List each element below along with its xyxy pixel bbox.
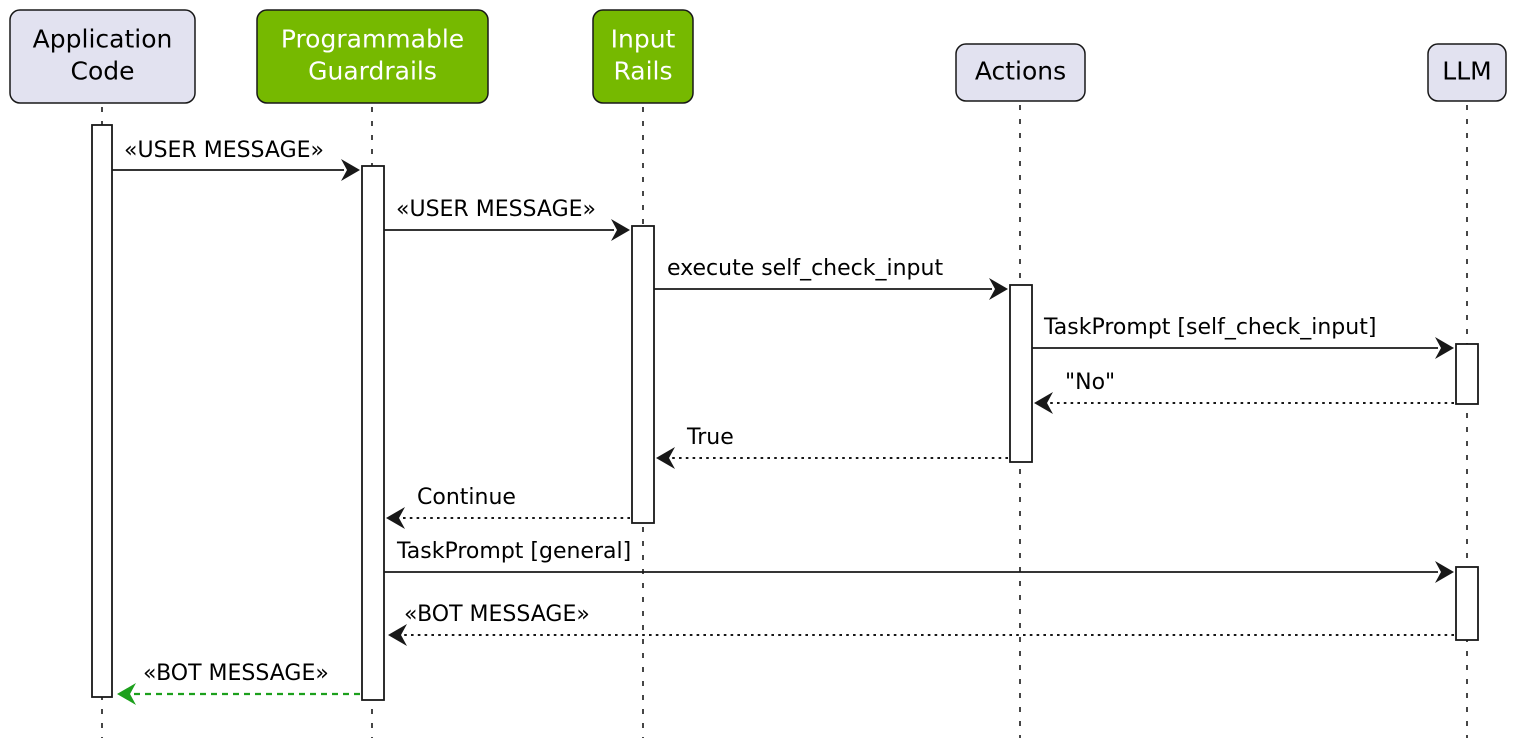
message-label: Continue (417, 485, 516, 510)
message-arrowhead (386, 507, 405, 529)
message-label: «BOT MESSAGE» (143, 661, 329, 686)
message-5: "No" (1034, 370, 1454, 414)
message-arrowhead (1435, 337, 1454, 359)
message-label: True (686, 425, 734, 450)
message-label: TaskPrompt [self_check_input] (1043, 315, 1376, 340)
participant-label: Programmable (281, 25, 464, 54)
participant-llm[interactable]: LLM (1427, 43, 1507, 102)
activations-layer (91, 124, 1479, 701)
participant-box[interactable] (592, 9, 694, 104)
message-6: True (656, 425, 1008, 469)
message-arrowhead (388, 624, 407, 646)
message-arrowhead (1435, 561, 1454, 583)
activation-bar-llm (1455, 566, 1479, 641)
participant-label: Actions (975, 57, 1066, 86)
message-10: «BOT MESSAGE» (117, 661, 360, 705)
activation-bar-actions (1009, 284, 1033, 463)
participant-box[interactable] (256, 9, 489, 104)
message-arrowhead (1034, 392, 1053, 414)
participant-label: Guardrails (308, 57, 437, 86)
message-arrowhead (656, 447, 675, 469)
lifelines-layer (101, 105, 1468, 738)
message-arrowhead (117, 683, 136, 705)
message-8: TaskPrompt [general] (384, 539, 1454, 583)
messages-layer: «USER MESSAGE» «USER MESSAGE» execute self… (112, 138, 1454, 705)
message-arrowhead (989, 278, 1008, 300)
activation-bar-input_rails (631, 225, 655, 524)
participant-label: Input (611, 25, 676, 54)
activation-bar-llm (1455, 343, 1479, 405)
message-4: TaskPrompt [self_check_input] (1032, 315, 1454, 359)
participant-label: LLM (1442, 57, 1491, 86)
message-label: «USER MESSAGE» (396, 197, 596, 222)
activation-bar-guardrails (361, 165, 385, 701)
activation-bar-app (91, 124, 113, 698)
participant-label: Application (33, 25, 173, 54)
message-label: execute self_check_input (667, 256, 943, 281)
participant-label: Code (70, 57, 134, 86)
message-3: execute self_check_input (654, 256, 1008, 300)
message-2: «USER MESSAGE» (384, 197, 630, 241)
participant-box[interactable] (1427, 43, 1507, 102)
participant-box[interactable] (955, 43, 1086, 102)
message-label: "No" (1065, 370, 1115, 395)
message-arrowhead (611, 219, 630, 241)
message-arrowhead (341, 159, 360, 181)
message-7: Continue (386, 485, 630, 529)
message-label: TaskPrompt [general] (396, 539, 631, 564)
participant-actions[interactable]: Actions (955, 43, 1086, 102)
participant-label: Rails (613, 57, 672, 86)
message-1: «USER MESSAGE» (112, 138, 360, 181)
message-9: «BOT MESSAGE» (388, 602, 1454, 646)
participant-box[interactable] (9, 9, 196, 104)
message-label: «USER MESSAGE» (124, 138, 324, 163)
message-label: «BOT MESSAGE» (404, 602, 590, 627)
